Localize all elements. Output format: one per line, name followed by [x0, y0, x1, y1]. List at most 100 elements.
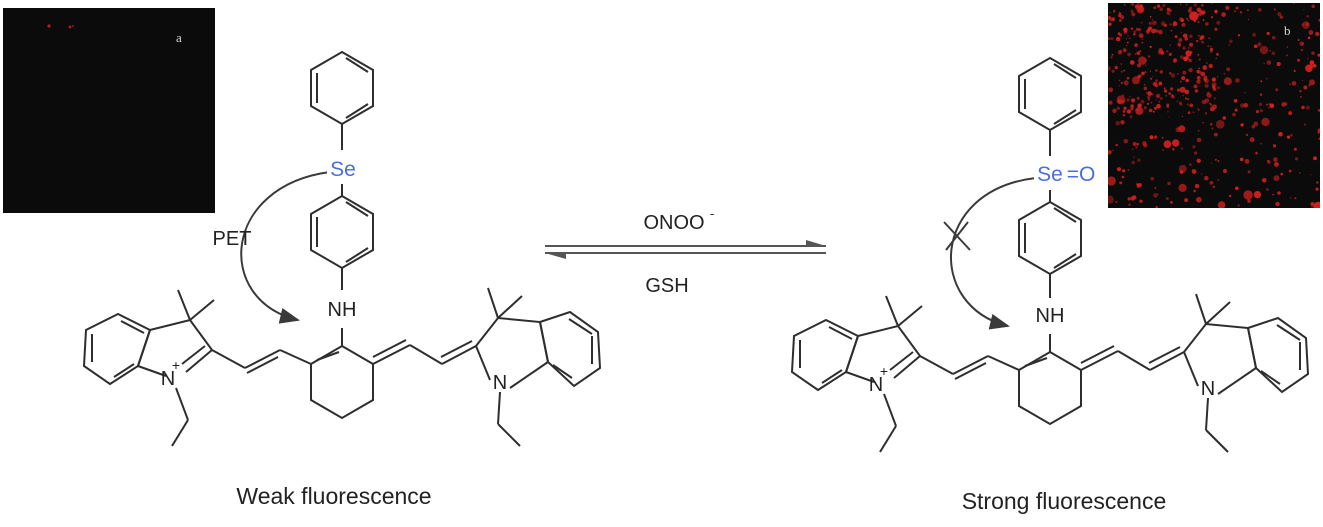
fluorescence-spot: [1289, 197, 1292, 199]
right-se-label: Se: [1037, 163, 1063, 186]
fluorescence-spot: [1181, 76, 1186, 81]
fluorescence-spot: [1209, 102, 1212, 105]
fluorescence-spot: [1237, 34, 1241, 37]
fluorescence-spot: [1285, 54, 1288, 57]
fluorescence-spot: [1203, 77, 1207, 82]
fluorescence-spot: [1140, 99, 1145, 104]
fluorescence-spot: [1234, 108, 1238, 112]
fluorescence-spot: [1133, 156, 1135, 158]
fluorescence-spot: [1273, 8, 1276, 11]
fluorescence-spot: [1145, 59, 1147, 62]
fluorescence-spot: [1303, 9, 1305, 11]
fluorescence-spot: [1108, 37, 1111, 41]
fluorescence-spot: [1192, 111, 1195, 114]
fluorescence-spot: [1179, 86, 1186, 93]
fluorescence-spot: [1180, 104, 1183, 106]
fluorescence-spot: [1233, 99, 1238, 103]
left-se-label: Se: [330, 158, 356, 181]
fluorescence-spot: [1272, 36, 1276, 40]
left-nh-label: NH: [328, 299, 357, 321]
fluorescence-spot: [1122, 114, 1126, 117]
left-cation-n: N: [161, 368, 175, 390]
right-molecule-bonds: [790, 56, 1310, 453]
fluorescence-spot: [1130, 9, 1134, 13]
fluorescence-spot: [1297, 39, 1300, 41]
fluorescence-spot: [1152, 76, 1154, 78]
fluorescence-spot: [1261, 117, 1270, 127]
fluorescence-spot: [1318, 137, 1320, 140]
fluorescence-spot: [1187, 20, 1189, 22]
fluorescence-spot: [1196, 79, 1201, 84]
fluorescence-spot: [1295, 157, 1298, 161]
fluorescence-spot: [1197, 53, 1200, 56]
fluorescence-spot: [1255, 110, 1259, 114]
fluorescence-spot: [1134, 53, 1137, 55]
weak-caption: Weak fluorescence: [236, 483, 431, 509]
fluorescence-spot: [1193, 19, 1196, 23]
fluorescence-spot: [1159, 70, 1164, 74]
fluorescence-spot: [1164, 89, 1168, 93]
fluorescence-spot: [1123, 106, 1127, 111]
fluorescence-spot: [1163, 87, 1166, 90]
fluorescence-spot: [1165, 94, 1167, 97]
fluorescence-spot: [1118, 11, 1121, 14]
fluorescence-spot: [1136, 51, 1141, 55]
fluorescence-spot: [1318, 18, 1320, 22]
fluorescence-spot: [1297, 58, 1300, 62]
fluorescence-spot: [1208, 63, 1213, 69]
fluorescence-spot: [1108, 195, 1114, 204]
fluorescence-spot: [1210, 45, 1212, 48]
fluorescence-spot: [1185, 3, 1188, 6]
fluorescence-spot: [1288, 111, 1293, 116]
fluorescence-spot: [1247, 18, 1250, 21]
fluorescence-spot: [1144, 71, 1147, 73]
fluorescence-spot: [1146, 102, 1150, 105]
fluorescence-spot: [1207, 45, 1209, 47]
fluorescence-spot: [1155, 29, 1159, 33]
forward-reagent: ONOO: [643, 212, 704, 234]
fluorescence-spot: [1178, 164, 1187, 173]
fluorescence-spot: [1194, 151, 1198, 155]
fluorescence-spot: [1198, 58, 1201, 61]
fluorescence-spot: [1135, 27, 1140, 31]
fluorescence-spot: [1197, 8, 1202, 13]
fluorescence-spot: [1121, 175, 1125, 179]
fluorescence-spot: [1132, 76, 1140, 85]
fluorescence-spot: [1141, 71, 1145, 76]
fluorescence-spot: [1317, 128, 1320, 133]
fluorescence-spot: [1148, 98, 1150, 101]
fluorescence-spot: [1108, 100, 1113, 105]
fluorescence-spot: [1286, 46, 1289, 48]
fluorescence-spot: [1244, 91, 1246, 94]
fluorescence-spot: [1158, 81, 1163, 86]
fluorescence-spot: [1139, 50, 1142, 53]
fluorescence-spot: [1169, 9, 1172, 12]
fluorescence-spot: [1134, 43, 1138, 47]
fluorescence-spot: [1265, 77, 1268, 80]
fluorescence-spot: [1197, 21, 1200, 24]
fluorescence-spot: [1179, 17, 1184, 22]
fluorescence-spot: [1171, 147, 1175, 151]
fluorescence-spot: [1299, 41, 1305, 47]
fluorescence-spot: [1300, 48, 1304, 52]
fluorescence-spot: [1240, 123, 1244, 127]
fluorescence-spot: [1189, 163, 1192, 166]
fluorescence-spot: [1172, 139, 1180, 147]
fluorescence-spot: [1189, 103, 1194, 108]
fluorescence-spot: [1117, 50, 1123, 55]
fluorescence-spot: [1293, 147, 1297, 151]
fluorescence-spot: [1127, 197, 1131, 201]
fluorescence-image-weak: a: [3, 8, 215, 213]
fluorescence-spot: [1182, 47, 1185, 50]
fluorescence-spot: [1111, 69, 1115, 73]
fluorescence-spot: [1125, 37, 1127, 40]
fluorescence-spot: [1126, 76, 1130, 80]
fluorescence-spot: [1143, 106, 1147, 110]
fluorescence-spot: [1214, 27, 1218, 31]
fluorescence-spot: [1267, 159, 1270, 162]
fluorescence-spot: [1213, 97, 1216, 100]
fluorescence-spot: [1208, 37, 1211, 40]
fluorescence-spot: [1125, 28, 1128, 31]
fluorescence-spot: [1181, 22, 1186, 27]
